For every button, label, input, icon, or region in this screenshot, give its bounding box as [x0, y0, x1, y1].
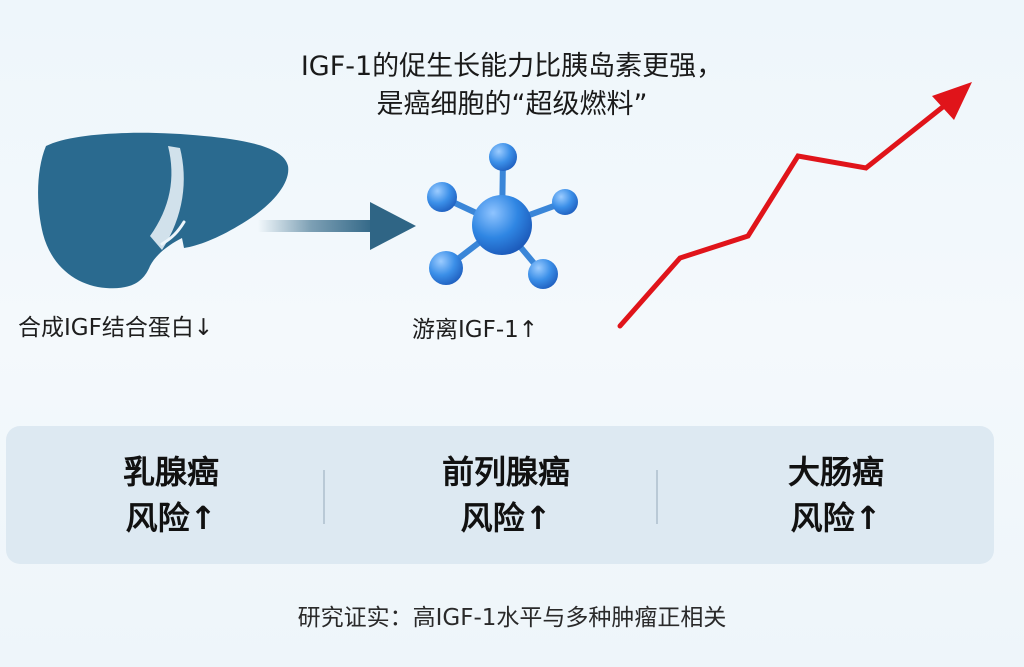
risk-panel: 乳腺癌 风险↑ 前列腺癌 风险↑ 大肠癌 风险↑ — [6, 426, 994, 564]
molecule-icon — [410, 135, 595, 295]
risk-item-title: 乳腺癌 — [122, 453, 219, 491]
divider — [323, 470, 325, 524]
risk-item-colorectal-cancer: 大肠癌 风险↑ — [721, 426, 951, 564]
rising-trend-arrow-icon — [610, 70, 990, 340]
arrow-right-icon — [258, 200, 418, 252]
risk-item-status: 风险↑ — [790, 499, 882, 537]
risk-item-status: 风险↑ — [460, 499, 552, 537]
liver-icon — [34, 126, 294, 296]
liver-caption: 合成IGF结合蛋白↓ — [18, 315, 214, 341]
free-igf1-caption: 游离IGF-1↑ — [412, 317, 539, 343]
risk-item-breast-cancer: 乳腺癌 风险↑ — [56, 426, 286, 564]
research-footnote: 研究证实：高IGF-1水平与多种肿瘤正相关 — [297, 605, 727, 631]
risk-item-status: 风险↑ — [125, 499, 217, 537]
headline: IGF-1的促生长能力比胰岛素更强， 是癌细胞的“超级燃料” — [0, 48, 1024, 124]
headline-line-1: IGF-1的促生长能力比胰岛素更强， — [300, 51, 724, 82]
headline-line-2: 是癌细胞的“超级燃料” — [376, 89, 648, 120]
risk-item-title: 大肠癌 — [787, 453, 884, 491]
risk-item-prostate-cancer: 前列腺癌 风险↑ — [391, 426, 621, 564]
divider — [656, 470, 658, 524]
risk-item-title: 前列腺癌 — [441, 453, 570, 491]
